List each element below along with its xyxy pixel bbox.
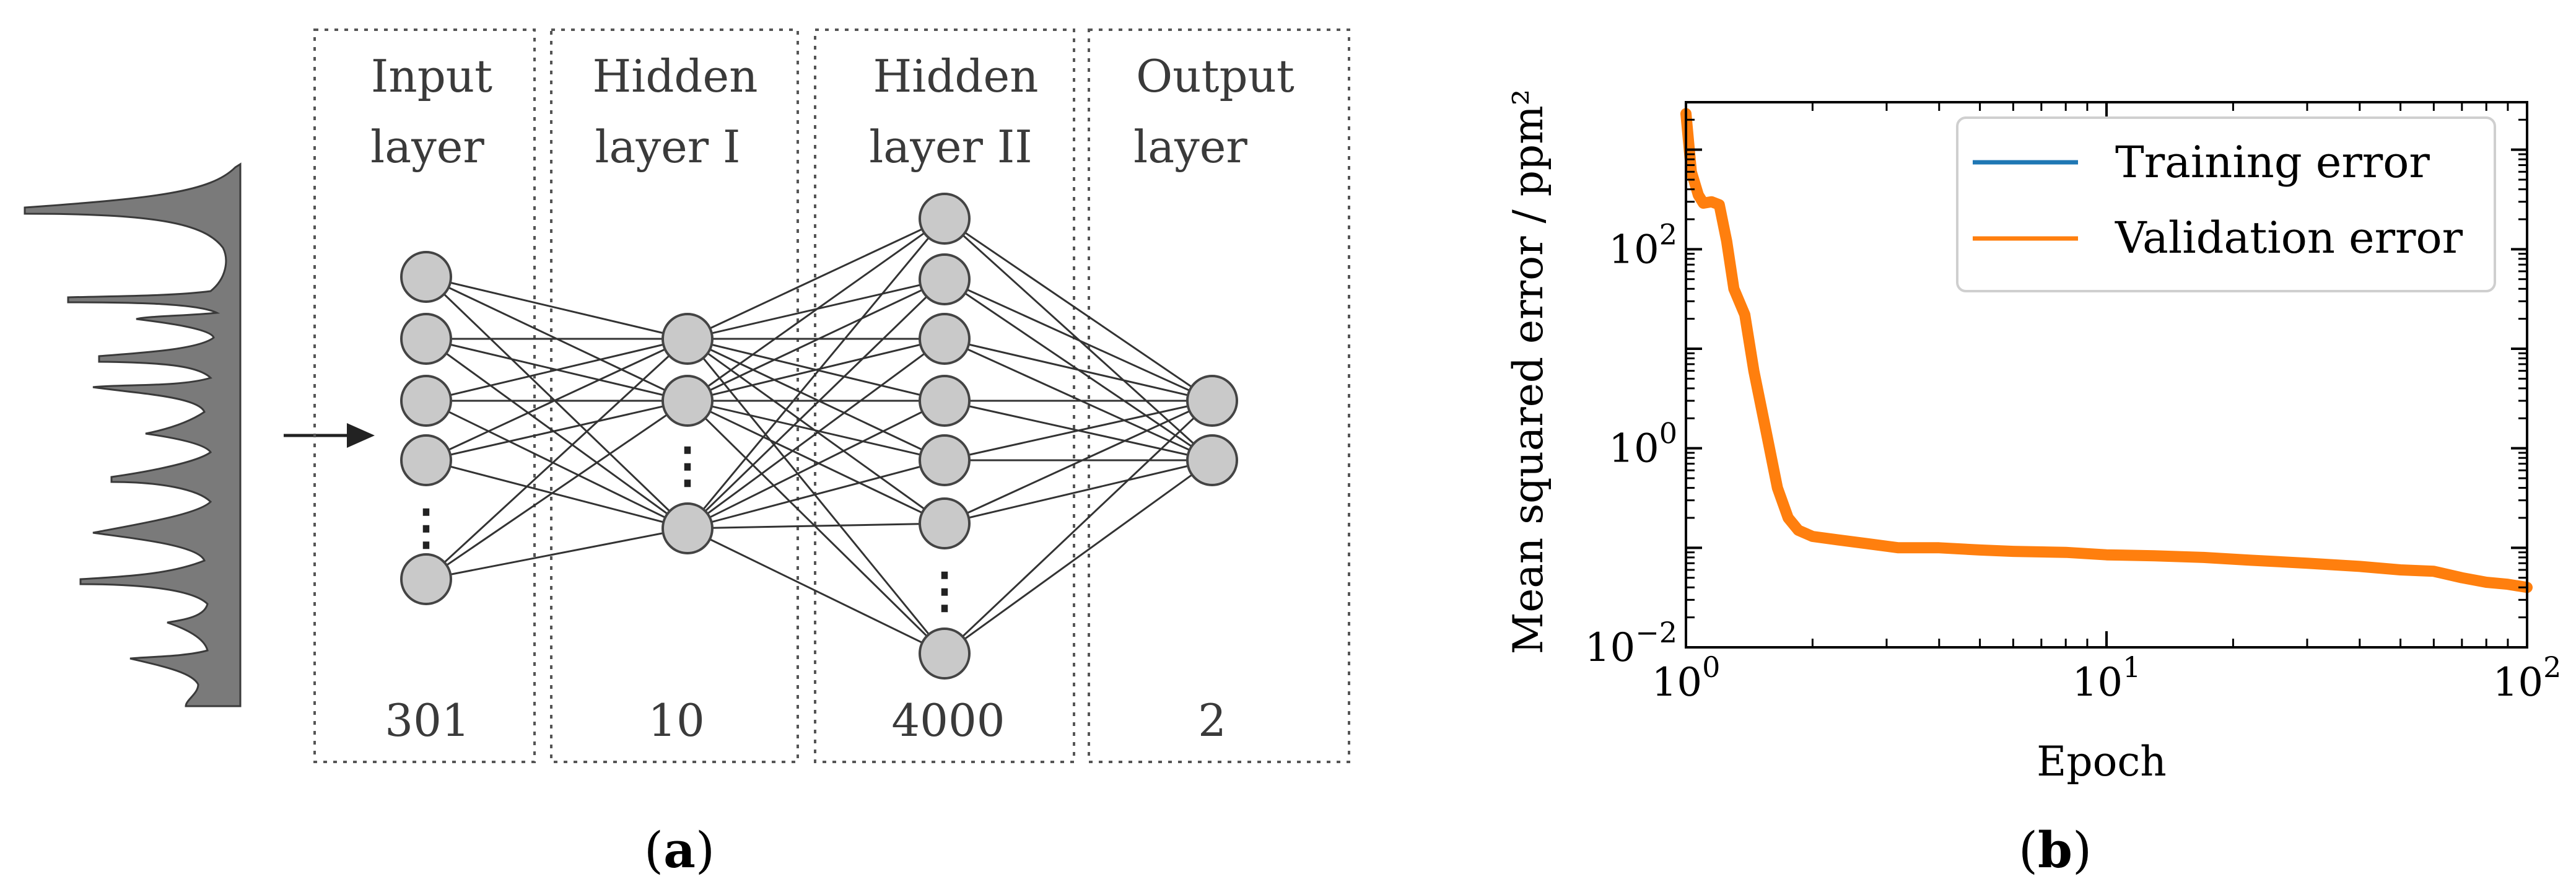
legend-label-training: Training error [2115,137,2430,188]
connection-hidden-1-1-to-hidden-2-6 [686,400,946,655]
chart-legend: Training error Validation error [1956,116,2496,292]
connection-hidden-1-2-to-hidden-2-3 [687,400,945,530]
layer-count-input: 301 [385,694,469,746]
neuron-input-3 [400,434,452,486]
connection-hidden-1-1-to-hidden-2-2 [687,338,945,402]
connection-input-1-to-hidden-1-2 [426,338,688,530]
connection-hidden-1-2-to-hidden-2-1 [686,278,946,530]
neuron-hidden-2-4 [919,434,971,486]
neuron-hidden-2-3 [919,375,971,427]
connection-hidden-2-6-to-output-1 [944,459,1213,655]
neuron-hidden-2-5 [919,497,971,549]
input-spectrum-icon [24,162,242,707]
y-axis-title: Mean squared error / ppm² [1504,89,1552,654]
connection-hidden-2-0-to-output-0 [944,217,1213,402]
neuron-hidden-1-0 [661,313,714,365]
neuron-input-2 [400,375,452,427]
connection-input-3-to-hidden-1-2 [426,459,688,530]
hidden-1-ellipsis: ⋮ [663,437,712,494]
neuron-hidden-2-6 [919,627,971,680]
connection-input-4-to-hidden-1-1 [426,400,688,580]
neuron-hidden-2-2 [919,313,971,365]
layer-title-hidden-1-line2: layer I [595,121,741,173]
neuron-output-1 [1186,434,1238,486]
x-tick-label-0: 100 [1652,650,1721,706]
connection-input-4-to-hidden-1-2 [426,527,688,580]
layer-title-input-line1: Input [371,50,492,102]
neuron-hidden-2-0 [919,193,971,245]
connection-hidden-1-0-to-hidden-2-4 [687,338,945,461]
x-axis-title: Epoch [2037,738,2167,785]
layer-box-input [313,28,536,763]
layer-title-output-line1: Output [1136,50,1295,102]
connection-input-3-to-hidden-1-0 [426,338,688,461]
neuron-input-1 [400,313,452,365]
connection-hidden-2-6-to-output-0 [943,400,1213,655]
connection-hidden-1-1-to-hidden-2-1 [687,278,945,402]
panel-a: Input layer Hidden layer I Hidden layer … [24,28,1350,879]
connection-hidden-1-2-to-hidden-2-4 [687,459,945,530]
connection-input-2-to-hidden-1-2 [426,400,688,530]
connection-hidden-1-2-to-hidden-2-0 [686,218,946,529]
layer-box-output [1088,28,1350,763]
connection-hidden-1-1-to-hidden-2-5 [687,400,945,525]
connection-input-3-to-hidden-1-1 [426,400,688,461]
connection-hidden-1-2-to-hidden-2-6 [687,527,945,655]
connection-input-0-to-hidden-1-0 [426,276,688,340]
connection-input-2-to-hidden-1-0 [426,338,688,402]
connection-hidden-2-4-to-output-0 [944,400,1213,461]
network-nodes [400,193,1238,680]
layer-title-hidden-2-line2: layer II [869,121,1032,173]
series-line-validation [1680,108,2533,593]
layer-title-hidden-2-line1: Hidden [873,50,1039,102]
panel-a-label: (a) [644,821,715,879]
layer-count-output: 2 [1198,694,1226,746]
connection-hidden-2-2-to-output-0 [944,338,1213,402]
panel-b-label: (b) [2019,821,2092,879]
hidden-2-ellipsis: ⋮ [920,562,969,619]
input-layer-ellipsis: ⋮ [402,499,450,556]
y-tick-label-2: 102 [1609,217,1677,273]
connection-hidden-2-1-to-output-0 [944,278,1213,402]
legend-label-validation: Validation error [2115,212,2463,263]
legend-frame [1956,116,2496,292]
connection-input-0-to-hidden-1-2 [425,276,689,530]
layer-title-input-line2: layer [370,121,484,173]
layer-title-output-line2: layer [1133,121,1247,173]
neuron-hidden-1-2 [661,502,714,554]
connection-hidden-2-2-to-output-1 [944,338,1213,461]
y-tick-label-0: 10−2 [1585,616,1677,671]
neuron-output-0 [1186,375,1238,427]
layer-count-hidden-2: 4000 [891,694,1005,746]
neuron-hidden-2-1 [919,253,971,305]
connection-hidden-2-5-to-output-0 [944,400,1213,525]
neuron-hidden-1-1 [661,375,714,427]
layer-title-hidden-1-line1: Hidden [593,50,758,102]
connection-hidden-1-1-to-hidden-2-4 [687,400,945,461]
connection-hidden-2-5-to-output-1 [944,459,1213,525]
y-tick-label-1: 100 [1609,417,1677,472]
layer-box-hidden-2 [814,28,1075,763]
neuron-input-0 [400,251,452,303]
x-tick-label-2: 102 [2493,650,2562,706]
connection-hidden-1-2-to-hidden-2-2 [687,338,945,530]
layer-count-hidden-1: 10 [648,694,705,746]
x-tick-label-1: 101 [2072,650,2141,706]
network-connections [425,217,1213,655]
layer-box-hidden-1 [550,28,799,763]
neuron-input-4 [400,553,452,605]
connection-hidden-1-1-to-hidden-2-0 [687,217,945,402]
input-arrow-icon [284,423,375,448]
connection-hidden-1-0-to-hidden-2-0 [687,217,945,340]
connection-hidden-1-2-to-hidden-2-5 [687,522,945,530]
connection-input-4-to-hidden-1-0 [425,338,689,580]
